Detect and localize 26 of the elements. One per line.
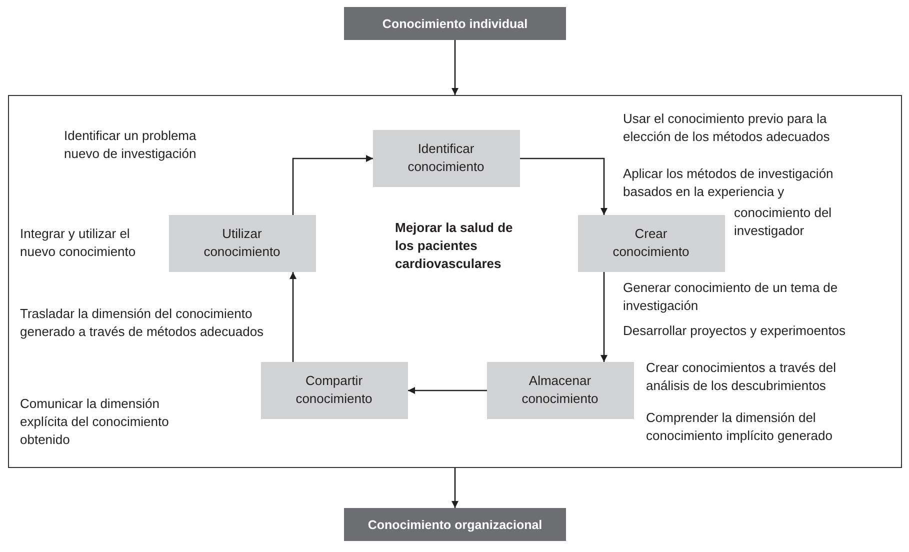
step-note: Identificar un problema nuevo de investigación <box>64 127 198 163</box>
title-bar: Conocimiento individual <box>344 7 566 40</box>
process-box: Almacenar conocimiento <box>486 362 634 418</box>
process-frame <box>8 95 902 468</box>
arrow <box>452 40 458 95</box>
step-note: Comunicar la dimensión explícita del conocimiento obtenido <box>20 395 170 449</box>
center-note: Mejorar la salud de los pacientes cardiovasculares <box>395 219 514 273</box>
title-bar: Conocimiento organizacional <box>344 508 566 541</box>
process-box: Utilizar conocimiento <box>168 214 316 272</box>
arrow <box>408 387 487 394</box>
step-note: Integrar y utilizar el nuevo conocimiento <box>20 225 137 261</box>
process-box: Identificar conocimiento <box>372 130 520 186</box>
step-note: Trasladar la dimensión del conocimiento generado a través de métodos adecuados <box>20 305 265 341</box>
step-note: Desarrollar proyectos y experimoentos <box>623 322 847 340</box>
step-note: Crear conocimientos a través del análisis de los descubrimientos <box>646 359 838 395</box>
arrow <box>292 155 373 215</box>
arrow <box>520 158 608 215</box>
step-note: Comprender la dimensión del conocimiento implícito generado <box>646 409 834 445</box>
step-note: Generar conocimiento de un tema de investigación <box>623 279 839 315</box>
process-box: Crear conocimiento <box>578 214 724 272</box>
arrow <box>290 272 296 362</box>
arrow <box>452 468 458 508</box>
process-box: Compartir conocimiento <box>260 362 408 418</box>
arrow <box>600 272 608 362</box>
step-note: Usar el conocimiento previo para la elección de los métodos adecuados <box>623 110 831 146</box>
step-note: conocimiento del investigador <box>734 204 833 240</box>
